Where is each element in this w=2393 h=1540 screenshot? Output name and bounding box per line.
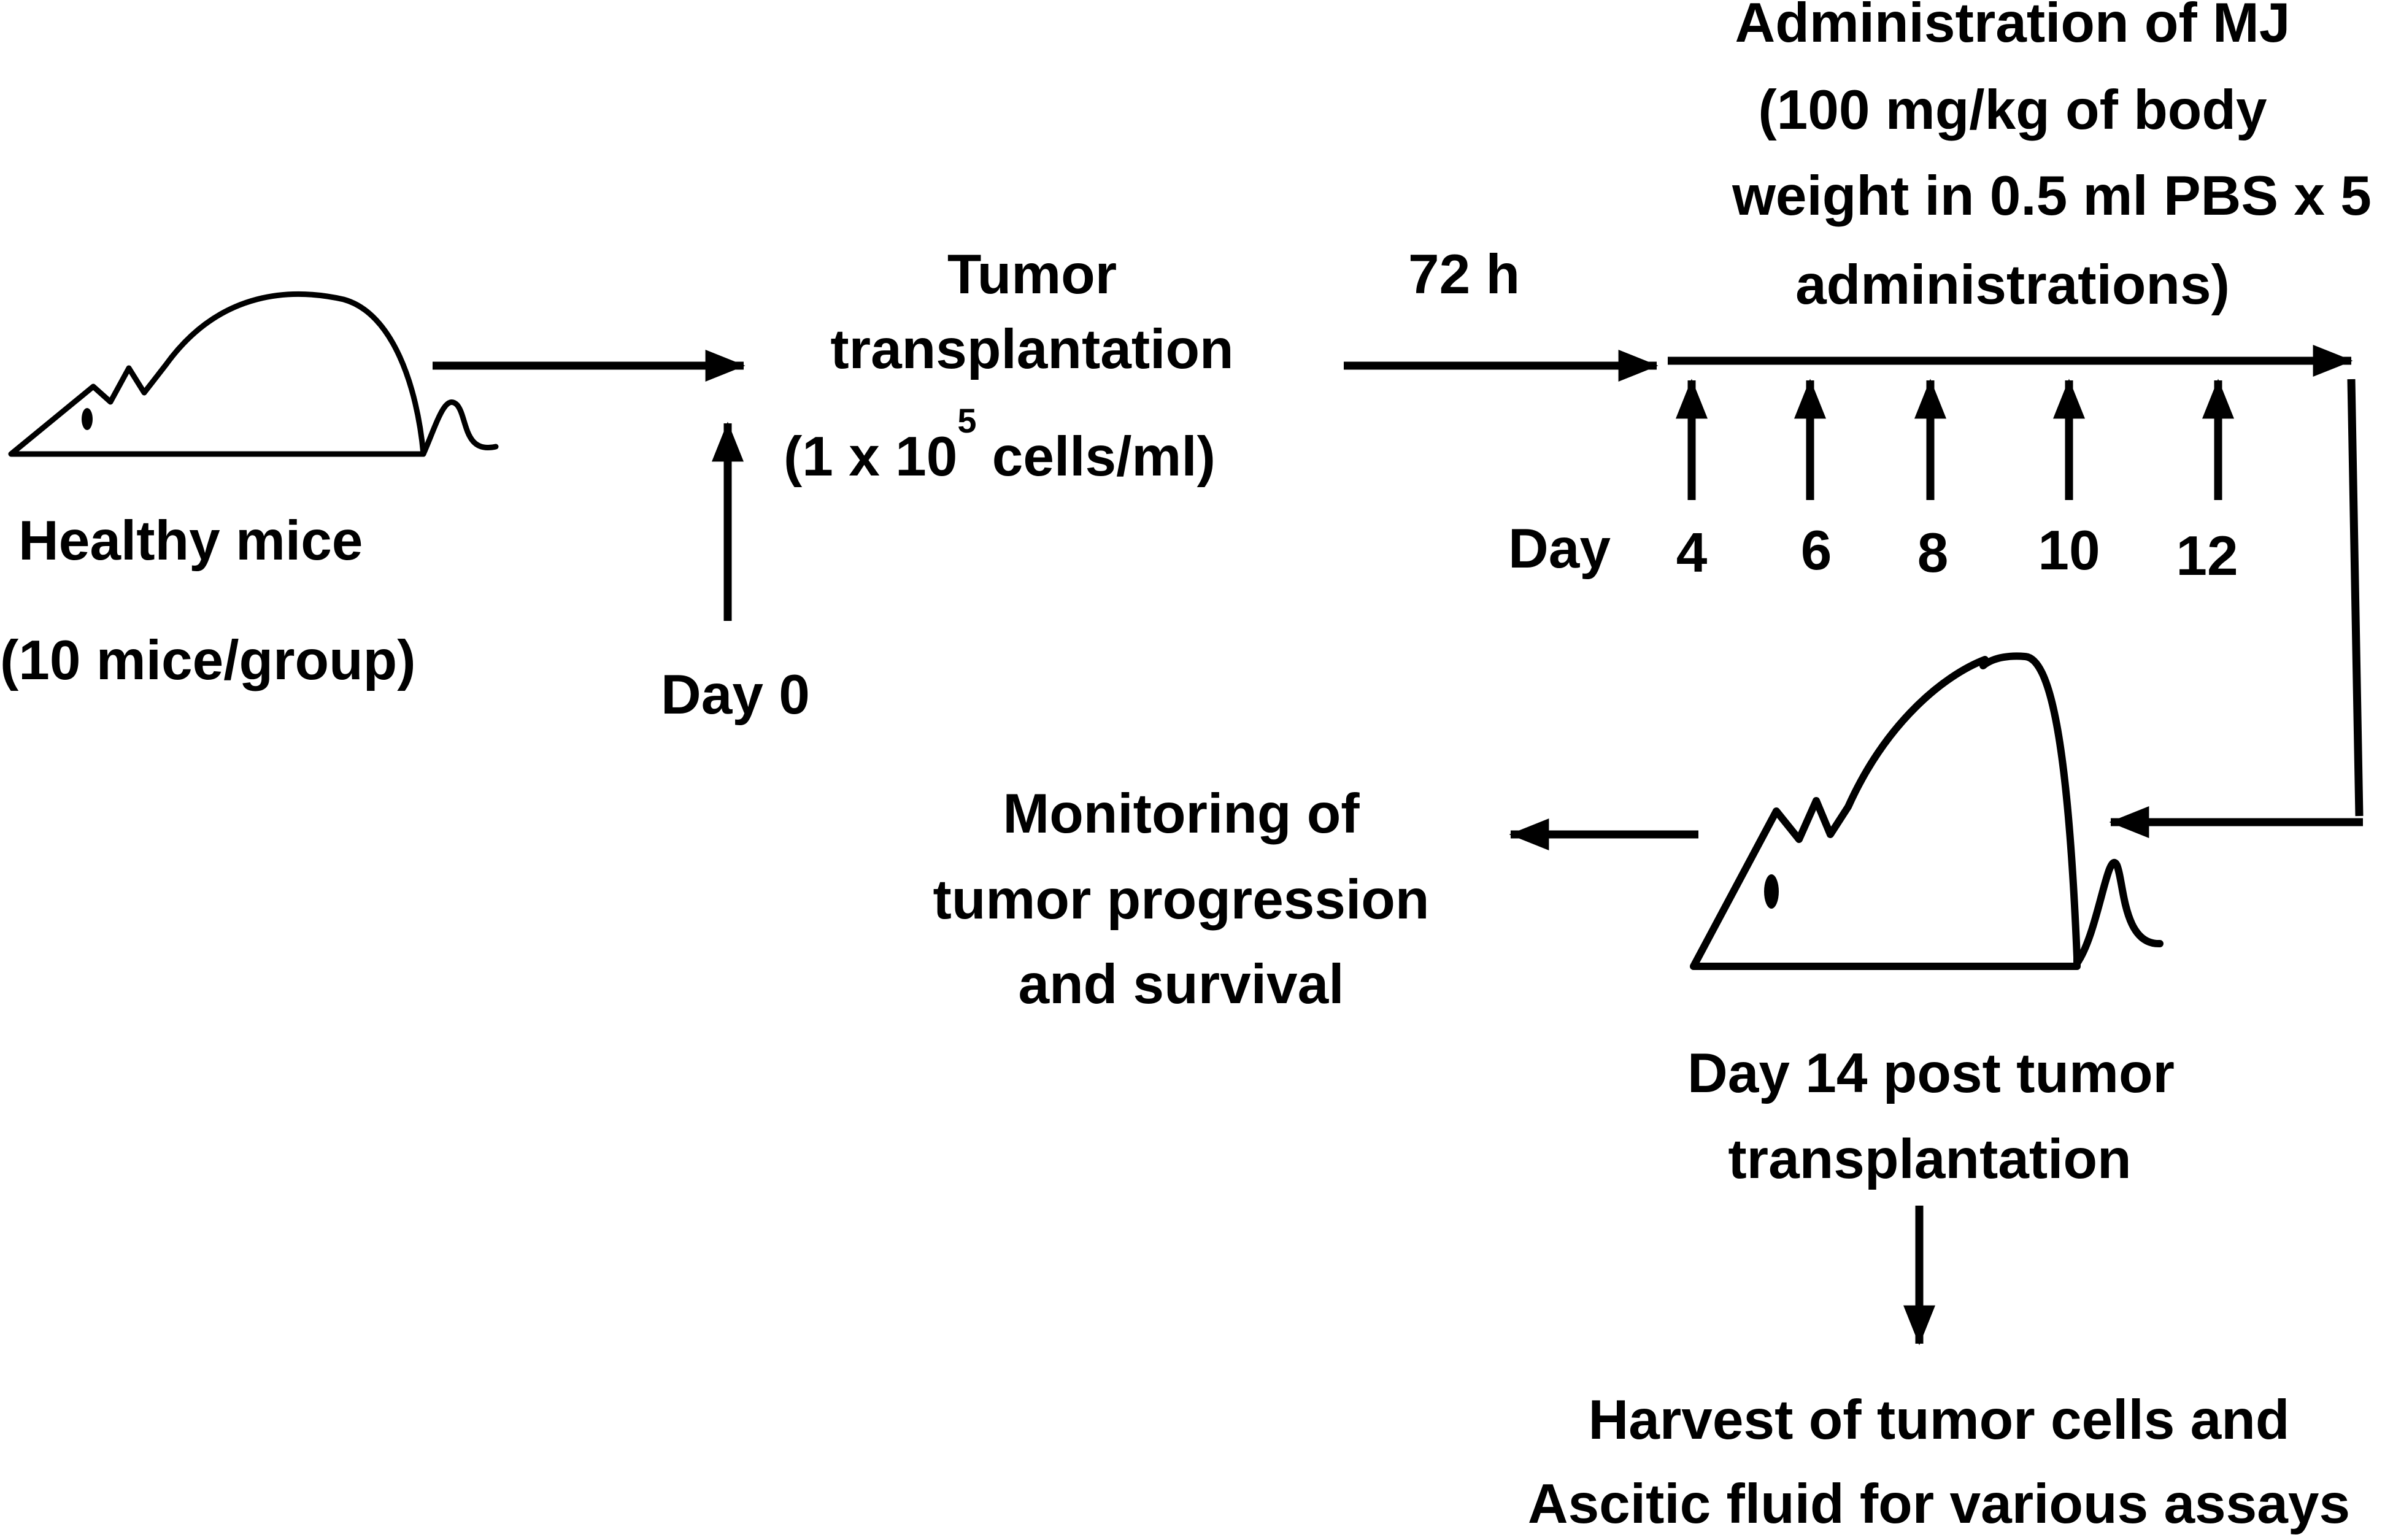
admin-line-2: (100 mg/kg of body bbox=[1758, 79, 2267, 141]
day-tick-8: 8 bbox=[1917, 522, 1949, 584]
day-tick-10: 10 bbox=[2038, 520, 2100, 582]
dose-open: (1 x 10 bbox=[784, 426, 957, 488]
day14-line-1: Day 14 post tumor bbox=[1687, 1042, 2175, 1104]
interval-label: 72 h bbox=[1408, 244, 1520, 306]
harvest-line-2: Ascitic fluid for various assays bbox=[1528, 1473, 2350, 1535]
day-tick-12: 12 bbox=[2176, 525, 2238, 587]
day14-line-2: transplantation bbox=[1728, 1128, 2131, 1190]
connector-vertical bbox=[2347, 379, 2364, 817]
day0-label: Day 0 bbox=[661, 664, 810, 726]
dose-close: cells/ml) bbox=[976, 426, 1215, 488]
admin-line-1: Administration of MJ bbox=[1735, 0, 2291, 54]
admin-line-4: administrations) bbox=[1795, 254, 2230, 316]
monitoring-line-1: Monitoring of bbox=[1003, 783, 1360, 845]
healthy-mouse-icon bbox=[8, 291, 499, 457]
day-tick-6: 6 bbox=[1801, 520, 1832, 582]
tumor-label: Tumor bbox=[947, 244, 1117, 306]
healthy-mice-label: Healthy mice bbox=[18, 510, 363, 572]
harvest-line-1: Harvest of tumor cells and bbox=[1589, 1389, 2290, 1451]
day-tick-4: 4 bbox=[1676, 522, 1708, 584]
monitoring-line-2: tumor progression bbox=[933, 869, 1430, 931]
dose-exponent: 5 bbox=[957, 401, 976, 440]
mice-per-group-label: (10 mice/group) bbox=[0, 629, 416, 691]
day-axis-label: Day bbox=[1508, 518, 1611, 580]
cell-dose-label: (1 x 105 cells/ml) bbox=[784, 401, 1216, 488]
admin-line-3: weight in 0.5 ml PBS x 5 bbox=[1732, 165, 2372, 227]
transplantation-label: transplantation bbox=[830, 318, 1233, 380]
treated-mouse-icon bbox=[1690, 652, 2164, 970]
monitoring-line-3: and survival bbox=[1018, 953, 1344, 1015]
